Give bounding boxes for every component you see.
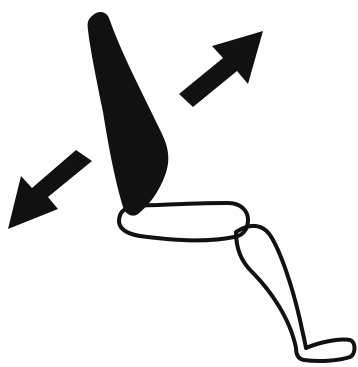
arrow-up-right-icon	[179, 31, 263, 107]
seat-backrest-icon	[88, 12, 169, 216]
arrow-down-left-icon	[8, 150, 92, 229]
leg-rest-icon	[236, 226, 355, 361]
